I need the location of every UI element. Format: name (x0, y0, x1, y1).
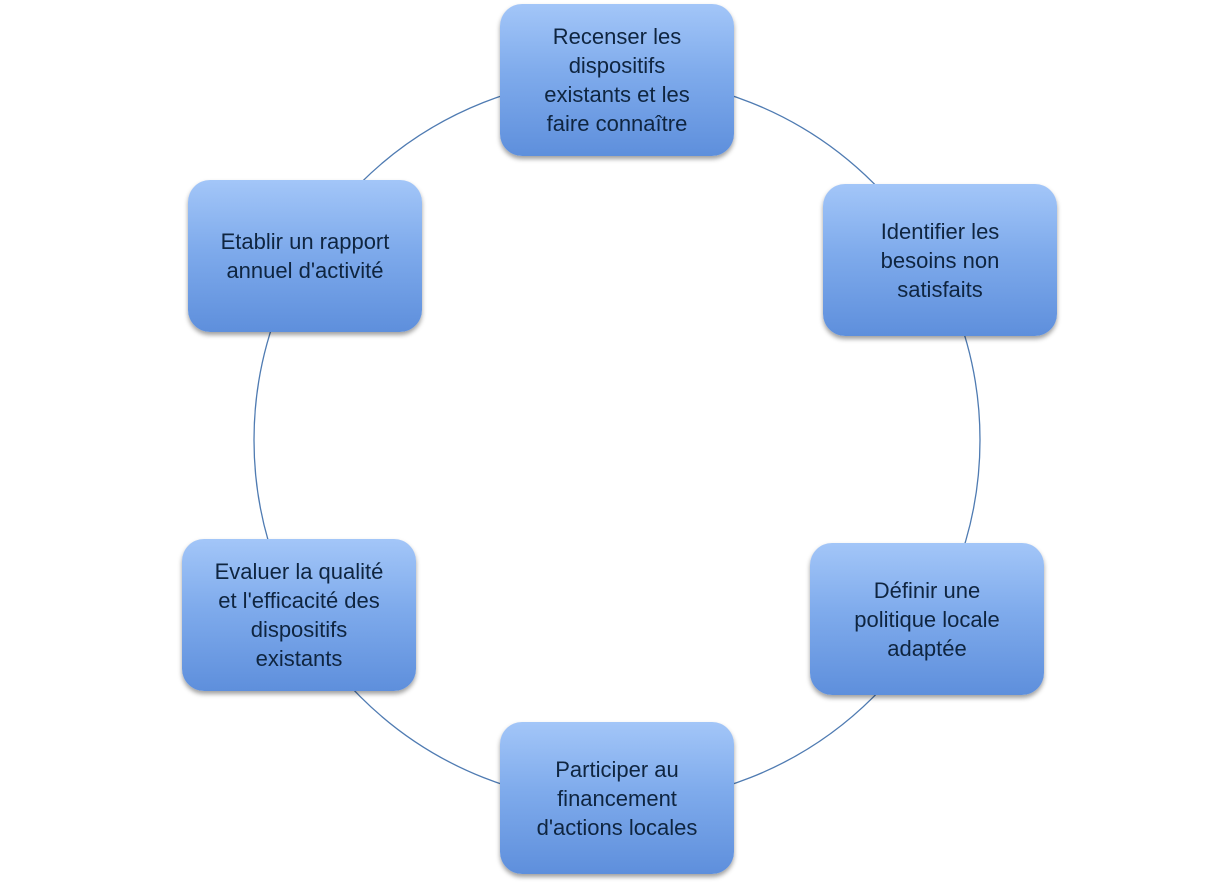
cycle-step-label: Participer au financement d'actions loca… (536, 756, 698, 840)
cycle-step-label: Recenser les dispositifs existants et le… (544, 24, 690, 136)
cycle-step-participer-financement: Participer au financement d'actions loca… (500, 722, 734, 874)
cycle-step-label: Définir une politique locale adaptée (854, 577, 1000, 661)
cycle-step-label: Etablir un rapport annuel d'activité (220, 229, 390, 283)
cycle-step-identifier-besoins: Identifier les besoins non satisfaits (823, 184, 1057, 336)
cycle-step-label: Identifier les besoins non satisfaits (880, 218, 1000, 302)
cycle-step-label: Evaluer la qualité et l'efficacité des d… (214, 559, 384, 671)
cycle-step-rapport-annuel: Etablir un rapport annuel d'activité (188, 180, 422, 332)
cycle-step-evaluer-qualite: Evaluer la qualité et l'efficacité des d… (182, 539, 416, 691)
cycle-step-recenser-dispositifs: Recenser les dispositifs existants et le… (500, 4, 734, 156)
cycle-step-definir-politique: Définir une politique locale adaptée (810, 543, 1044, 695)
